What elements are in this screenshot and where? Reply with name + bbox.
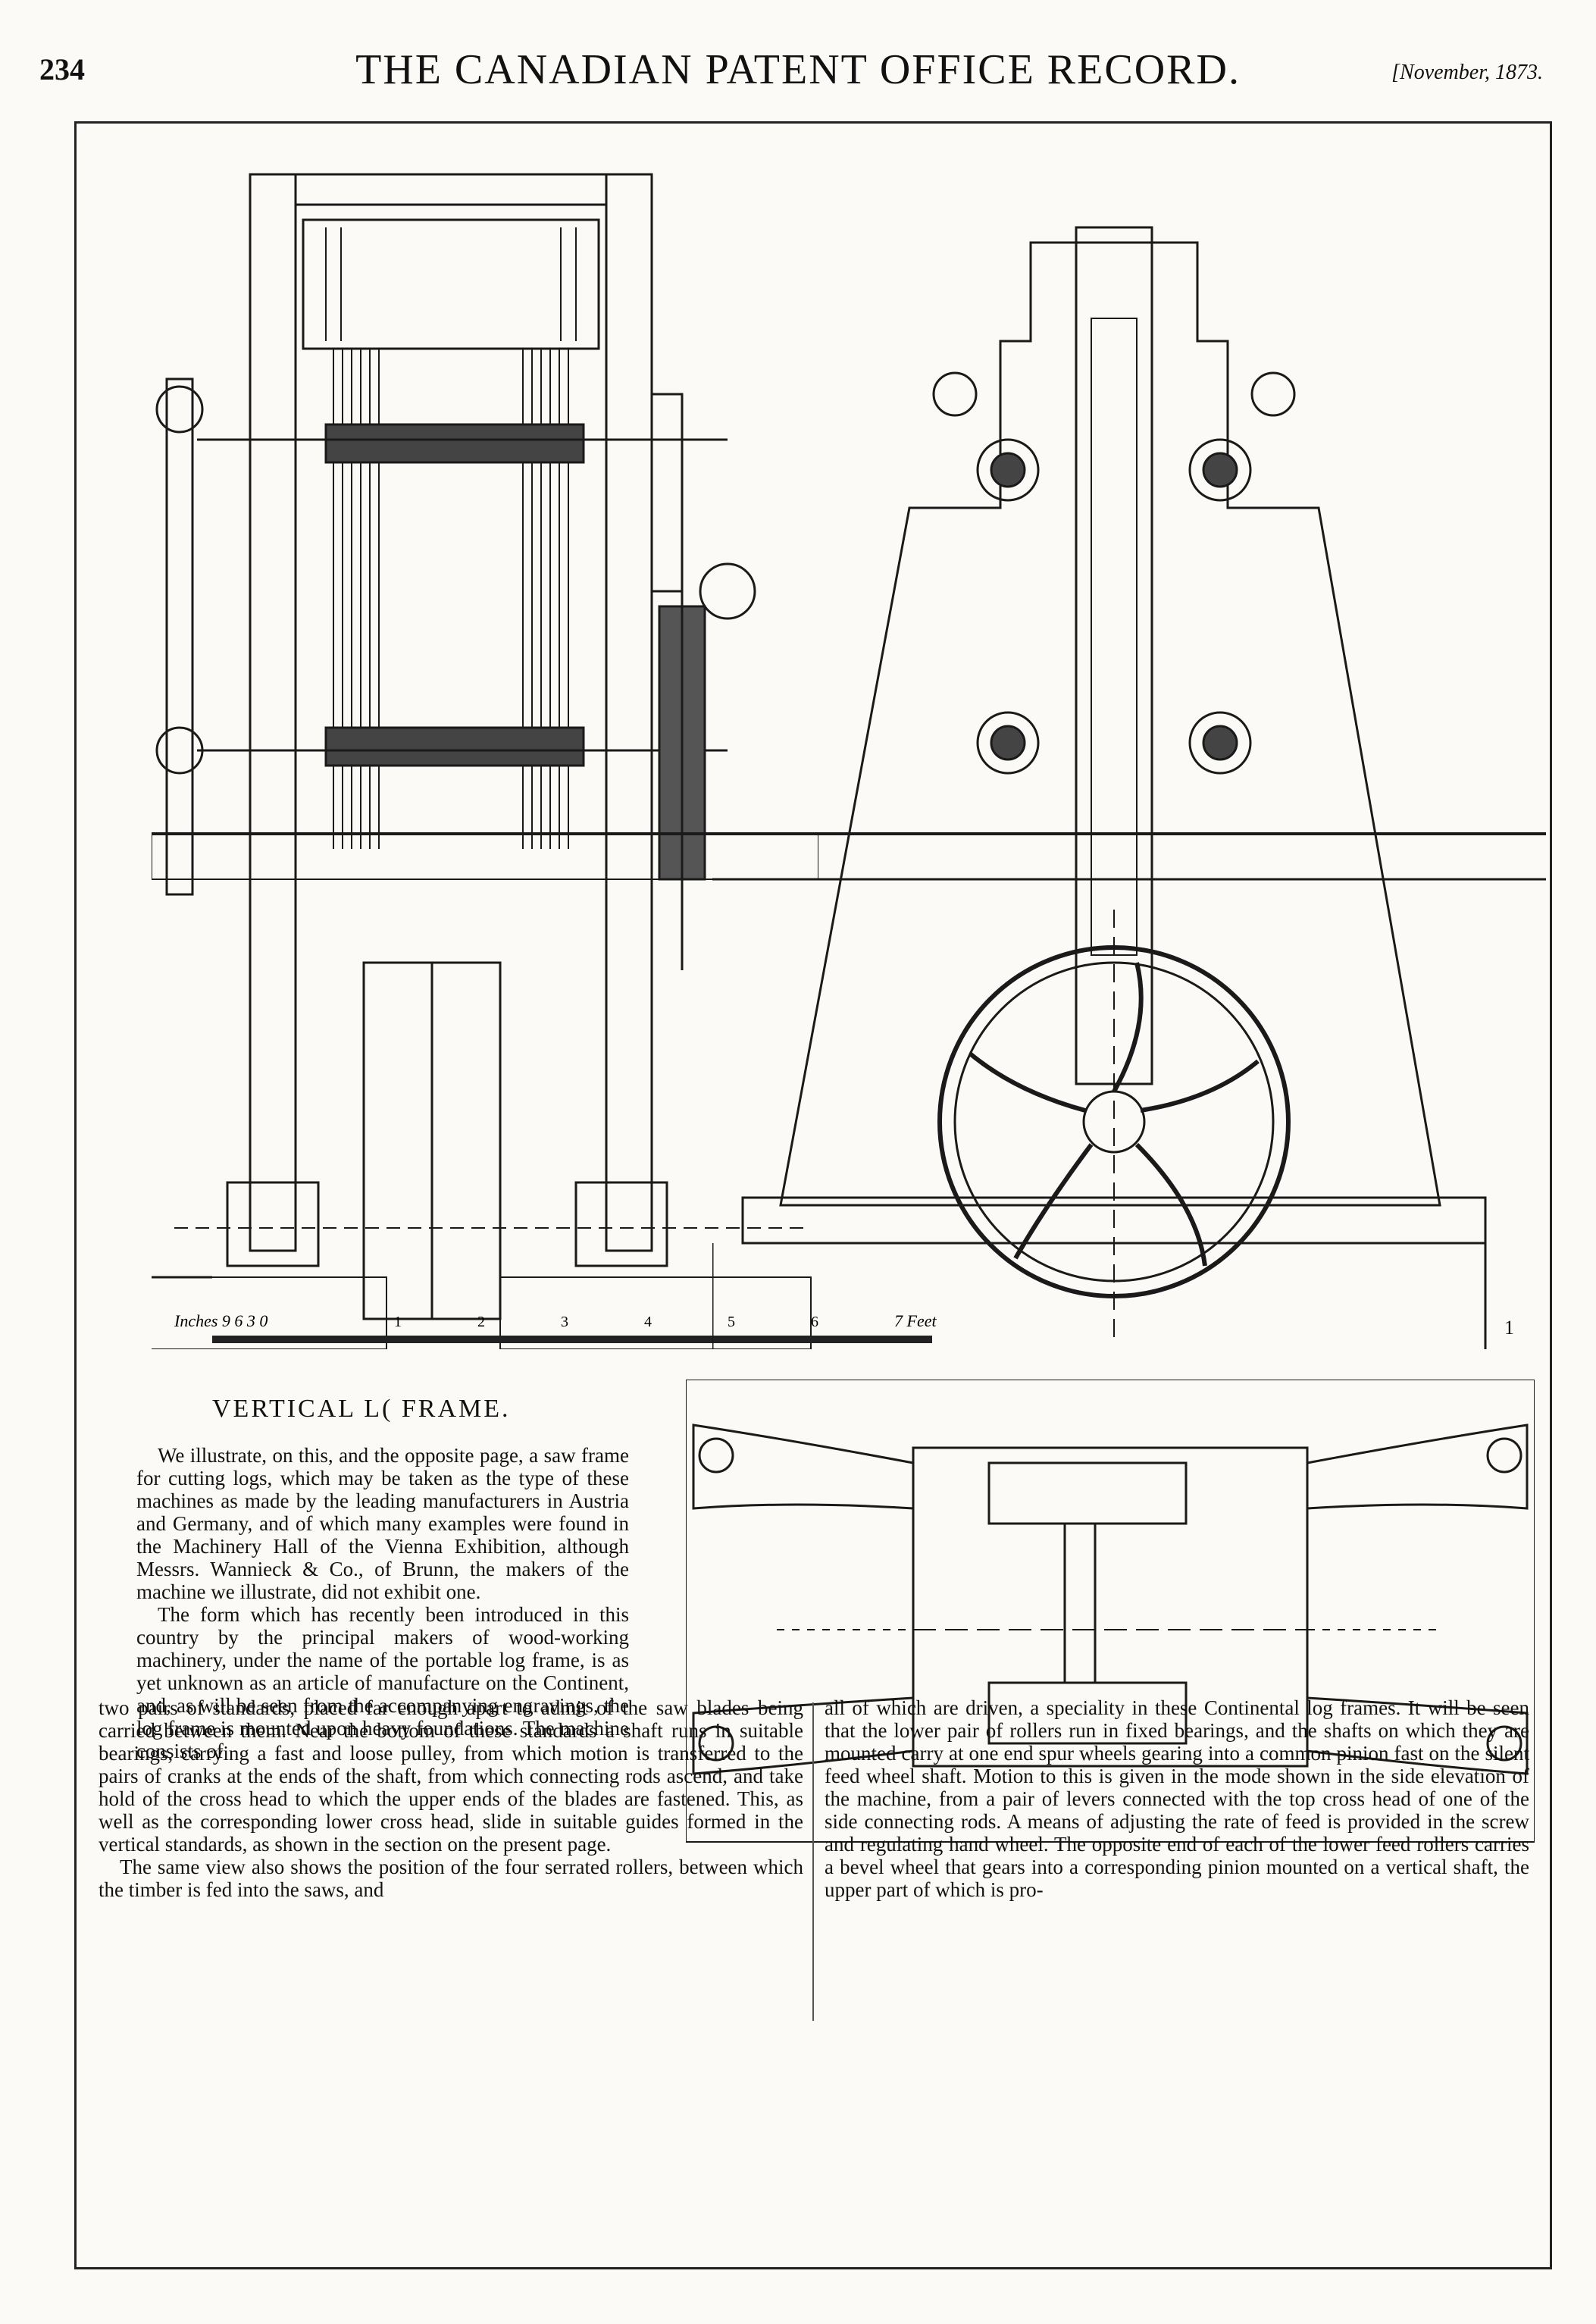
page-number: 234 — [39, 52, 85, 86]
figure-number: 1 — [1504, 1317, 1514, 1339]
plate-border — [74, 121, 1552, 2269]
side-elevation-drawing: 1 — [712, 226, 1546, 1349]
scale-label-feet: 7 Feet — [894, 1311, 937, 1330]
scale-label-6: 6 — [811, 1314, 818, 1330]
scale-label-inches: Inches 9 6 3 0 — [174, 1311, 268, 1330]
scale-label-2: 2 — [477, 1314, 485, 1330]
article-intro-block: We illustrate, on this, and the opposite… — [136, 1444, 629, 1762]
journal-title: THE CANADIAN PATENT OFFICE RECORD. — [355, 46, 1241, 93]
column-divider — [812, 1702, 814, 2021]
scale-label-3: 3 — [561, 1314, 568, 1330]
front-elevation-drawing — [152, 173, 818, 1349]
paragraph: all of which are driven, a speciality in… — [825, 1696, 1529, 1901]
article-column-right: all of which are driven, a speciality in… — [825, 1696, 1529, 1901]
scale-label-1: 1 — [394, 1314, 402, 1330]
paragraph: The form which has recently been introdu… — [136, 1603, 629, 1762]
article-caption: VERTICAL L( FRAME. — [212, 1395, 511, 1423]
issue-date: [November, 1873. — [1391, 61, 1543, 84]
scale-label-5: 5 — [728, 1314, 735, 1330]
article-column-left: two pairs of standards, placed far enoug… — [99, 1696, 803, 1901]
paragraph: We illustrate, on this, and the opposite… — [136, 1444, 629, 1603]
plan-view-drawing — [686, 1380, 1535, 1843]
scale-label-4: 4 — [644, 1314, 652, 1330]
paragraph: two pairs of standards, placed far enoug… — [99, 1696, 803, 1856]
scale-bar: Inches 9 6 3 0 1 2 3 4 5 6 7 Feet — [174, 1311, 937, 1343]
paragraph: The same view also shows the position of… — [99, 1856, 803, 1901]
